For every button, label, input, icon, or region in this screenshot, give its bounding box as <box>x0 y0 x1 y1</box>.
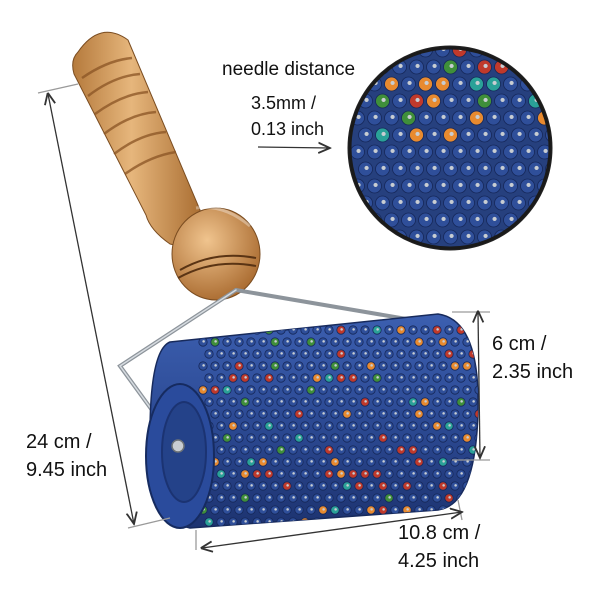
width-inch: 4.25 inch <box>398 550 480 572</box>
needle-distance-value: 3.5mm / 0.13 inch <box>251 90 324 142</box>
dimension-lines <box>37 83 490 550</box>
needle-distance-mm: 3.5mm / <box>251 93 317 113</box>
spiked-drum <box>145 313 479 529</box>
needle-distance-inch: 0.13 inch <box>251 119 325 139</box>
width-arrow-icon <box>202 512 462 548</box>
diameter-arrow-icon <box>478 312 480 458</box>
height-arrow-icon <box>48 94 134 524</box>
width-label: 10.8 cm / 4.25 inch <box>398 519 480 575</box>
zoom-needles <box>350 48 550 245</box>
needle-zoom-circle <box>347 45 553 251</box>
diameter-cm: 6 cm / <box>492 333 547 355</box>
width-cm: 10.8 cm / <box>398 522 481 544</box>
height-cm: 24 cm / <box>26 431 92 453</box>
handle-knob <box>171 207 261 301</box>
height-inch: 9.45 inch <box>26 459 108 481</box>
height-label: 24 cm / 9.45 inch <box>26 428 107 484</box>
drum-spikes <box>198 325 479 527</box>
needle-distance-title: needle distance <box>222 59 356 80</box>
diameter-label: 6 cm / 2.35 inch <box>492 330 573 386</box>
diameter-inch: 2.35 inch <box>492 361 574 383</box>
arrow-to-zoom-icon <box>257 147 330 148</box>
